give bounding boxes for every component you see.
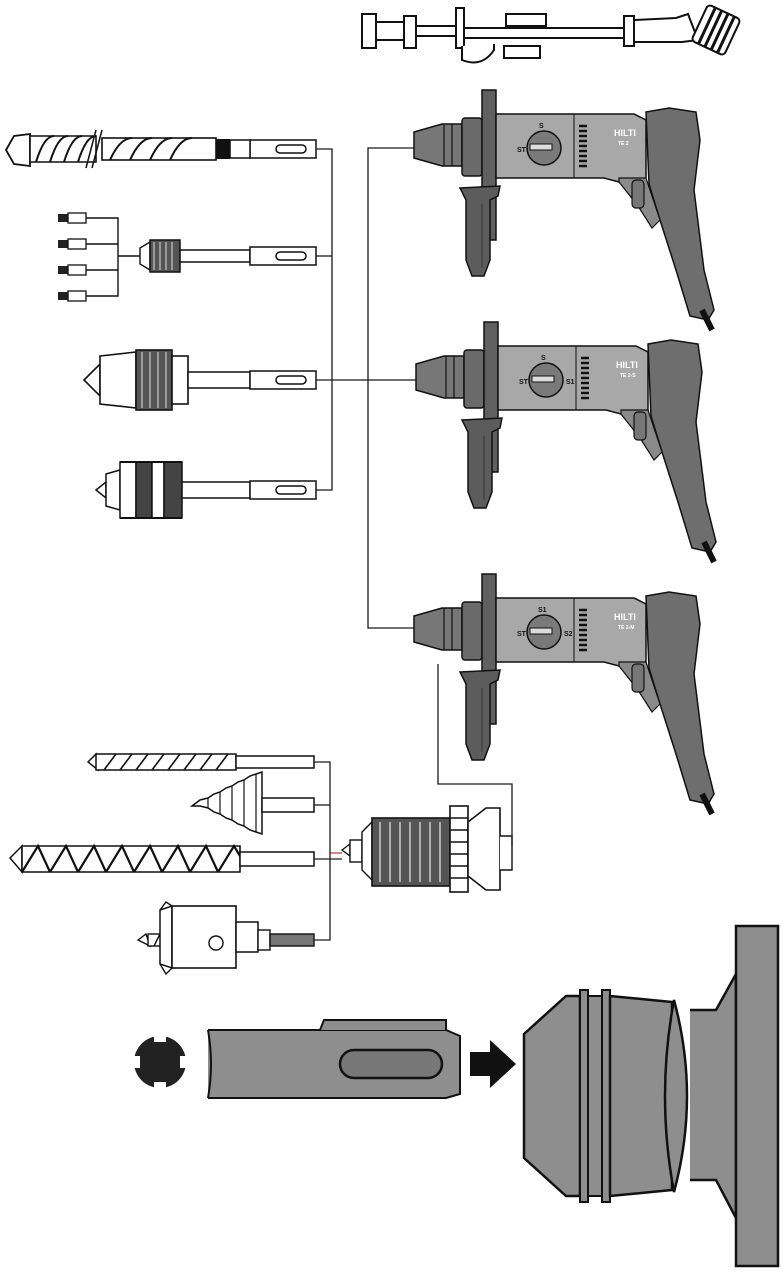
drill-model: TE 2-S [620, 373, 636, 379]
selector-left: ST [517, 147, 527, 154]
drill-chuck-closeup-icon [522, 924, 780, 1268]
selector-right: S2 [564, 631, 573, 638]
brand-logo: HILTI [614, 612, 636, 622]
keyed-chuck-adapter-icon [94, 461, 317, 519]
screwdriver-bit-holder-icon [57, 212, 317, 302]
arrow-right-icon [470, 1040, 516, 1088]
step-drill-bit-icon [189, 770, 315, 836]
hole-saw-icon [136, 901, 315, 976]
quick-release-chuck-icon [340, 805, 513, 893]
brand-logo: HILTI [614, 128, 636, 138]
selector-top: S [539, 123, 544, 130]
drill-model: TE 2 [618, 141, 629, 147]
sds-shank-cross-section-icon [130, 1032, 190, 1092]
wood-auger-bit-icon [8, 843, 315, 875]
depth-gauge-icon [361, 4, 741, 64]
twist-drill-bit-icon [86, 752, 315, 772]
connector-lines-chuck [314, 664, 513, 941]
sds-masonry-bit-icon [4, 129, 317, 169]
sds-shank-side-icon [207, 1019, 461, 1099]
selector-left: ST [517, 631, 527, 638]
drill-te2-m: HILTI TE 2-M S1 ST S2 [414, 574, 714, 814]
drill-te2-s: HILTI TE 2-S S ST S1 [416, 322, 716, 562]
selector-top: S1 [538, 607, 547, 614]
drill-model: TE 2-M [618, 625, 634, 631]
connector-lines-sds [316, 147, 416, 629]
keyless-chuck-adapter-icon [82, 349, 317, 411]
selector-top: S [541, 355, 546, 362]
brand-logo: HILTI [616, 360, 638, 370]
drill-te2: HILTI TE 2 S ST [414, 90, 714, 330]
selector-right: S1 [566, 379, 575, 386]
selector-left: ST [519, 379, 529, 386]
